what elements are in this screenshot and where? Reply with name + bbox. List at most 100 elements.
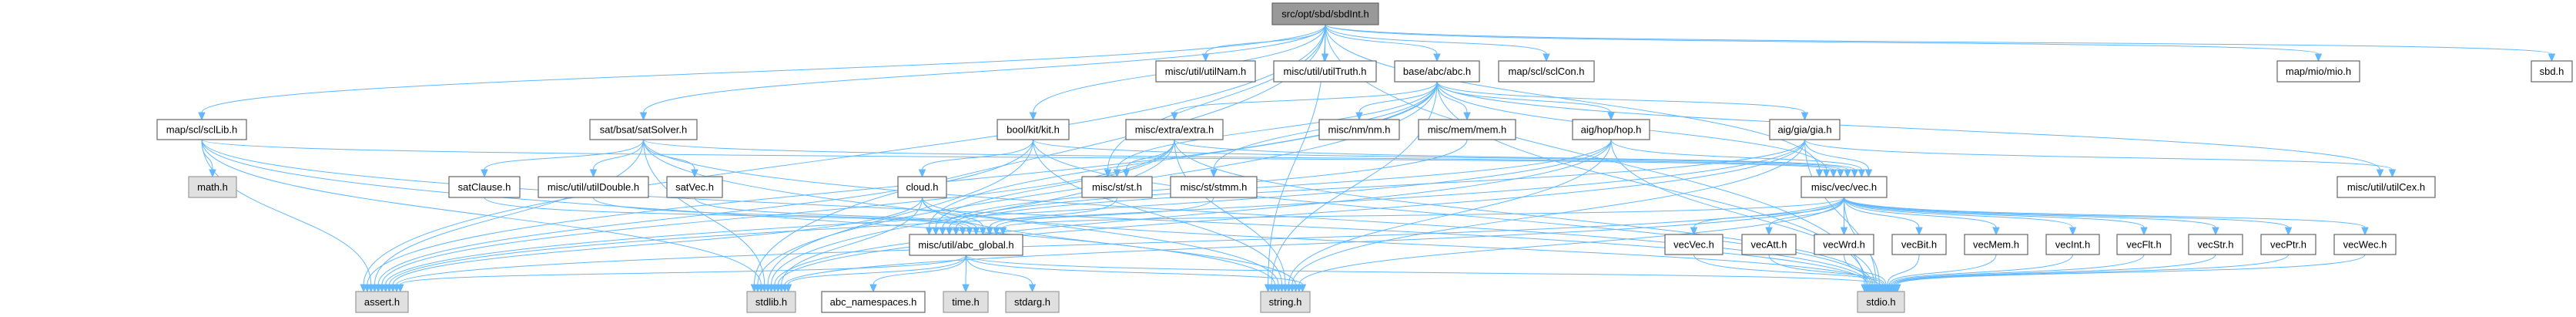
edge-kit-to-vec: [1033, 139, 1848, 170]
arrowhead-abc_global-to-stdlib: [784, 284, 792, 293]
node-label: satClause.h: [458, 181, 511, 193]
node-string[interactable]: string.h: [1260, 291, 1311, 313]
node-vecVec[interactable]: vecVec.h: [1664, 234, 1723, 255]
node-sclCon[interactable]: map/scl/sclCon.h: [1498, 60, 1595, 83]
edge-cloud-to-stdlib: [781, 197, 923, 285]
node-vecWec[interactable]: vecWec.h: [2333, 234, 2397, 255]
node-sclLib[interactable]: map/scl/sclLib.h: [156, 119, 247, 140]
node-abc_global[interactable]: misc/util/abc_global.h: [909, 234, 1023, 256]
node-mem[interactable]: misc/mem/mem.h: [1418, 119, 1516, 140]
node-utilCex[interactable]: misc/util/utilCex.h: [2336, 176, 2436, 198]
edge-vecInt-to-stdio: [1890, 254, 2073, 285]
node-assert[interactable]: assert.h: [355, 291, 409, 313]
edge-gia-to-stdlib: [777, 139, 1805, 285]
edge-abc_global-to-string: [966, 255, 1303, 285]
edges-layer: [198, 24, 2556, 293]
arrowhead-vec-to-abc_global: [999, 227, 1007, 236]
edge-abc-to-st: [1117, 81, 1438, 170]
node-label: vecBit.h: [1901, 239, 1937, 251]
node-root[interactable]: src/opt/sbd/sbdInt.h: [1271, 2, 1379, 25]
edge-satSolver-to-satClause: [484, 139, 644, 170]
arrowhead-abc-to-vec: [1822, 169, 1831, 178]
arrowhead-satVec-to-abc_global: [972, 227, 980, 236]
edge-sclLib-to-string: [201, 139, 1276, 285]
node-utilDouble[interactable]: misc/util/utilDouble.h: [538, 176, 649, 198]
arrowhead-vec-to-vecVec: [1690, 227, 1698, 236]
node-label: satVec.h: [675, 181, 714, 193]
arrowhead-root-to-sclLib: [198, 112, 206, 121]
edge-kit-to-cloud: [922, 139, 1033, 170]
node-stdlib[interactable]: stdlib.h: [746, 291, 796, 313]
edge-vecVec-to-stdio: [1693, 254, 1884, 285]
node-stmm[interactable]: misc/st/stmm.h: [1170, 176, 1258, 198]
arrowhead-hop-to-abc_global: [945, 227, 953, 236]
node-vecMem[interactable]: vecMem.h: [1964, 234, 2028, 255]
node-label: misc/mem/mem.h: [1428, 124, 1507, 136]
node-hop[interactable]: aig/hop/hop.h: [1572, 119, 1650, 140]
edge-stmm-to-abc_global: [996, 197, 1214, 228]
arrowhead-satSolver-to-satClause: [481, 169, 488, 178]
edge-vecWrd-to-stdio: [1844, 254, 1887, 285]
edge-cloud-to-stdio: [922, 197, 1878, 285]
node-vecWrd[interactable]: vecWrd.h: [1814, 234, 1874, 255]
node-st[interactable]: misc/st/st.h: [1081, 176, 1153, 198]
node-label: math.h: [197, 181, 228, 193]
node-label: misc/vec/vec.h: [1811, 181, 1877, 193]
node-vecAtt[interactable]: vecAtt.h: [1741, 234, 1797, 255]
node-stdio[interactable]: stdio.h: [1857, 291, 1905, 313]
edge-abc-to-hop: [1436, 81, 1612, 113]
node-kit[interactable]: bool/kit/kit.h: [997, 119, 1070, 140]
node-vecStr[interactable]: vecStr.h: [2188, 234, 2243, 255]
edge-gia-to-abc_global: [955, 139, 1805, 228]
node-utilTruth[interactable]: misc/util/utilTruth.h: [1273, 60, 1377, 83]
node-vecPtr[interactable]: vecPtr.h: [2260, 234, 2316, 255]
arrowhead-abc_global-to-stdarg: [1028, 284, 1037, 293]
node-label: misc/st/stmm.h: [1181, 181, 1248, 193]
edge-vecWec-to-stdio: [1897, 254, 2366, 285]
node-extra[interactable]: misc/extra/extra.h: [1125, 119, 1224, 140]
arrowhead-abc-to-utilCex: [2376, 169, 2384, 178]
node-gia[interactable]: aig/gia/gia.h: [1769, 119, 1841, 140]
arrowhead-abc-to-hop: [1607, 112, 1615, 121]
arrowhead-abc-to-abc_global: [925, 227, 933, 236]
node-utilNam[interactable]: misc/util/utilNam.h: [1155, 60, 1256, 83]
edge-abc-to-string: [1271, 81, 1438, 285]
edge-vec-to-string: [1298, 197, 1844, 285]
edge-vecMem-to-stdio: [1888, 254, 1997, 285]
node-satSolver[interactable]: sat/bsat/satSolver.h: [589, 119, 698, 140]
node-label: stdarg.h: [1014, 296, 1050, 308]
node-label: abc_namespaces.h: [830, 296, 917, 308]
node-label: vecAtt.h: [1751, 239, 1787, 251]
edge-root-to-mio: [1325, 24, 2319, 55]
node-cloud[interactable]: cloud.h: [897, 176, 947, 198]
node-satClause[interactable]: satClause.h: [448, 176, 521, 198]
edge-hop-to-stdlib: [774, 139, 1612, 285]
node-label: vecInt.h: [2055, 239, 2091, 251]
node-sbd[interactable]: sbd.h: [2531, 60, 2573, 83]
arrowhead-vec-to-vecFlt: [2140, 227, 2148, 236]
arrowhead-satSolver-to-utilDouble: [589, 169, 598, 178]
node-abc[interactable]: base/abc/abc.h: [1394, 60, 1480, 83]
arrowhead-vec-to-vecAtt: [1765, 227, 1773, 236]
edge-cloud-to-assert: [392, 197, 923, 285]
node-stdarg[interactable]: stdarg.h: [1005, 291, 1060, 313]
edge-gia-to-utilCex: [1804, 139, 2393, 170]
node-nm[interactable]: misc/nm/nm.h: [1318, 119, 1400, 140]
node-label: misc/nm/nm.h: [1328, 124, 1391, 136]
node-vecBit[interactable]: vecBit.h: [1891, 234, 1947, 255]
node-time[interactable]: time.h: [943, 291, 989, 313]
arrowhead-root-to-sbd: [2548, 53, 2556, 62]
arrowhead-sclLib-to-vec: [1830, 169, 1837, 178]
node-math[interactable]: math.h: [188, 176, 237, 198]
node-mio[interactable]: map/mio/mio.h: [2276, 60, 2360, 83]
edge-vec-to-stdlib: [784, 197, 1844, 285]
arrowhead-hop-to-vec: [1857, 169, 1866, 178]
node-vec[interactable]: misc/vec/vec.h: [1801, 176, 1888, 198]
node-vecFlt[interactable]: vecFlt.h: [2116, 234, 2172, 255]
node-vecInt[interactable]: vecInt.h: [2045, 234, 2100, 255]
node-label: map/mio/mio.h: [2286, 66, 2351, 77]
node-abc_namespaces[interactable]: abc_namespaces.h: [821, 291, 926, 313]
node-satVec[interactable]: satVec.h: [666, 176, 723, 198]
edge-abc-to-mem: [1436, 81, 1468, 113]
node-label: vecMem.h: [1973, 239, 2019, 251]
